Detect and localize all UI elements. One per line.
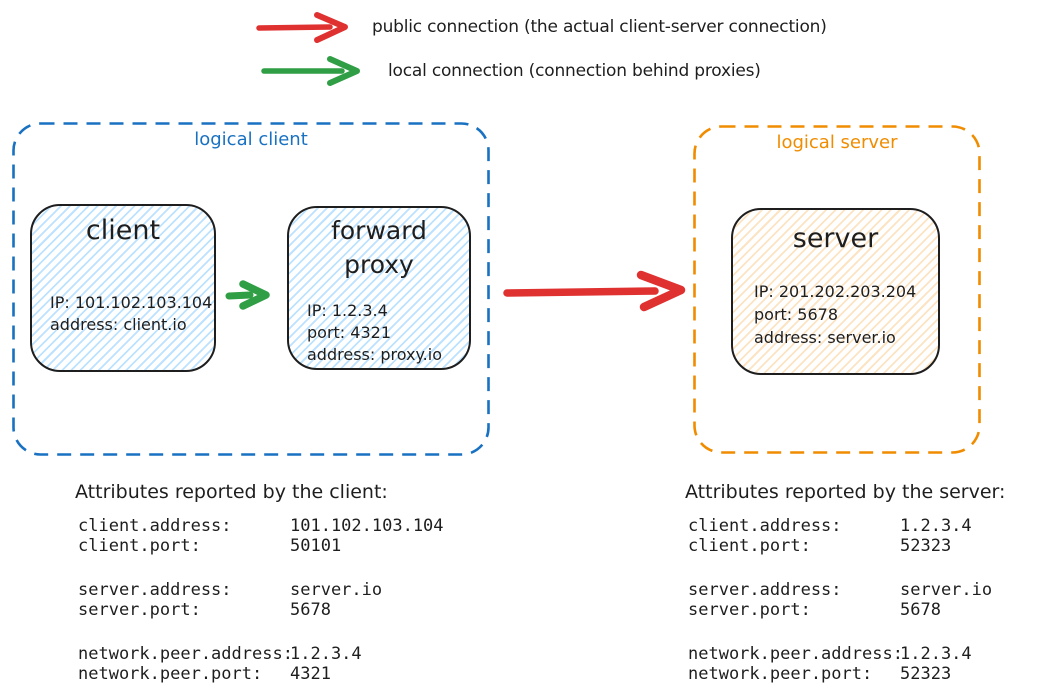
client-attr-group-network-peer: network.peer.address:1.2.3.4 network.pee…: [78, 644, 444, 684]
attr-row: server.address: server.io: [78, 580, 444, 600]
attr-key: network.peer.address:: [78, 644, 293, 664]
legend-public-connection-label: public connection (the actual client-ser…: [372, 17, 827, 37]
attr-key: server.port:: [78, 600, 201, 620]
proxy-ip: IP: 1.2.3.4: [307, 301, 388, 320]
attr-value: 1.2.3.4: [290, 644, 362, 664]
attr-key: server.address:: [688, 580, 842, 600]
attr-row: client.port: 52323: [688, 536, 992, 556]
proxy-address: address: proxy.io: [307, 345, 442, 364]
client-node: client IP: 101.102.103.104 address: clie…: [30, 204, 216, 372]
attr-row: client.address: 101.102.103.104: [78, 516, 444, 536]
local-connection-arrow-icon: [261, 56, 360, 86]
attr-row: server.port: 5678: [688, 600, 992, 620]
attr-row: client.port: 50101: [78, 536, 444, 556]
proxy-port: port: 4321: [307, 323, 391, 342]
logical-client-label: logical client: [194, 129, 308, 150]
server-attr-group-server: server.address: server.io server.port: 567…: [688, 580, 992, 620]
attr-key: network.peer.port:: [688, 664, 873, 684]
forward-proxy-title-line2: proxy: [344, 250, 414, 279]
attr-value: 5678: [290, 600, 331, 620]
logical-server-label: logical server: [776, 132, 898, 153]
client-address: address: client.io: [50, 315, 187, 334]
attr-row: network.peer.port: 52323: [688, 664, 992, 684]
public-connection-arrow-icon: [256, 12, 348, 43]
attr-value: 1.2.3.4: [900, 516, 972, 536]
attr-value: 52323: [900, 536, 952, 556]
attr-key: network.peer.port:: [78, 664, 263, 684]
attr-value: 4321: [290, 664, 331, 684]
attr-key: client.address:: [688, 516, 842, 536]
legend-local-connection-label: local connection (connection behind prox…: [388, 61, 761, 81]
attr-row: server.port: 5678: [78, 600, 444, 620]
client-node-details: IP: 101.102.103.104 address: client.io: [50, 292, 212, 336]
client-node-title: client: [85, 215, 161, 246]
attr-key: server.port:: [688, 600, 811, 620]
server-node-details: IP: 201.202.203.204 port: 5678 address: …: [754, 280, 916, 349]
attr-key: network.peer.address:: [688, 644, 903, 664]
client-attributes-heading: Attributes reported by the client:: [75, 481, 388, 503]
attr-value: 101.102.103.104: [290, 516, 444, 536]
client-to-server-arrow: [503, 270, 686, 312]
attr-key: client.address:: [78, 516, 232, 536]
attr-row: network.peer.address:1.2.3.4: [78, 644, 444, 664]
attr-value: 50101: [290, 536, 342, 556]
attr-key: client.port:: [688, 536, 811, 556]
attr-row: client.address: 1.2.3.4: [688, 516, 992, 536]
server-node: server IP: 201.202.203.204 port: 5678 ad…: [731, 208, 940, 375]
client-attributes-table: client.address: 101.102.103.104 client.po…: [78, 516, 444, 686]
forward-proxy-node-details: IP: 1.2.3.4 port: 4321 address: proxy.io: [307, 300, 442, 366]
server-port: port: 5678: [754, 305, 838, 324]
client-attr-group-server: server.address: server.io server.port: 567…: [78, 580, 444, 620]
server-attributes-table: client.address: 1.2.3.4 client.port: 52323…: [688, 516, 992, 686]
attr-row: network.peer.address:1.2.3.4: [688, 644, 992, 664]
forward-proxy-node: forward proxy IP: 1.2.3.4 port: 4321 add…: [287, 206, 471, 370]
server-node-title: server: [792, 223, 879, 254]
client-attr-group-client: client.address: 101.102.103.104 client.po…: [78, 516, 444, 556]
attr-key: server.address:: [78, 580, 232, 600]
attr-value: 52323: [900, 664, 952, 684]
attr-value: 5678: [900, 600, 941, 620]
forward-proxy-title-line1: forward: [331, 216, 427, 245]
attr-key: client.port:: [78, 536, 201, 556]
server-attr-group-network-peer: network.peer.address:1.2.3.4 network.pee…: [688, 644, 992, 684]
forward-proxy-node-title: forward proxy: [289, 214, 469, 282]
attr-value: server.io: [290, 580, 383, 600]
attr-row: server.address: server.io: [688, 580, 992, 600]
server-address: address: server.io: [754, 328, 896, 347]
client-ip: IP: 101.102.103.104: [50, 293, 213, 312]
server-attributes-heading: Attributes reported by the server:: [685, 481, 1006, 503]
attr-value: 1.2.3.4: [900, 644, 972, 664]
client-to-proxy-arrow: [225, 280, 270, 310]
server-attr-group-client: client.address: 1.2.3.4 client.port: 52323: [688, 516, 992, 556]
attr-value: server.io: [900, 580, 993, 600]
server-ip: IP: 201.202.203.204: [754, 282, 917, 301]
attr-row: network.peer.port: 4321: [78, 664, 444, 684]
